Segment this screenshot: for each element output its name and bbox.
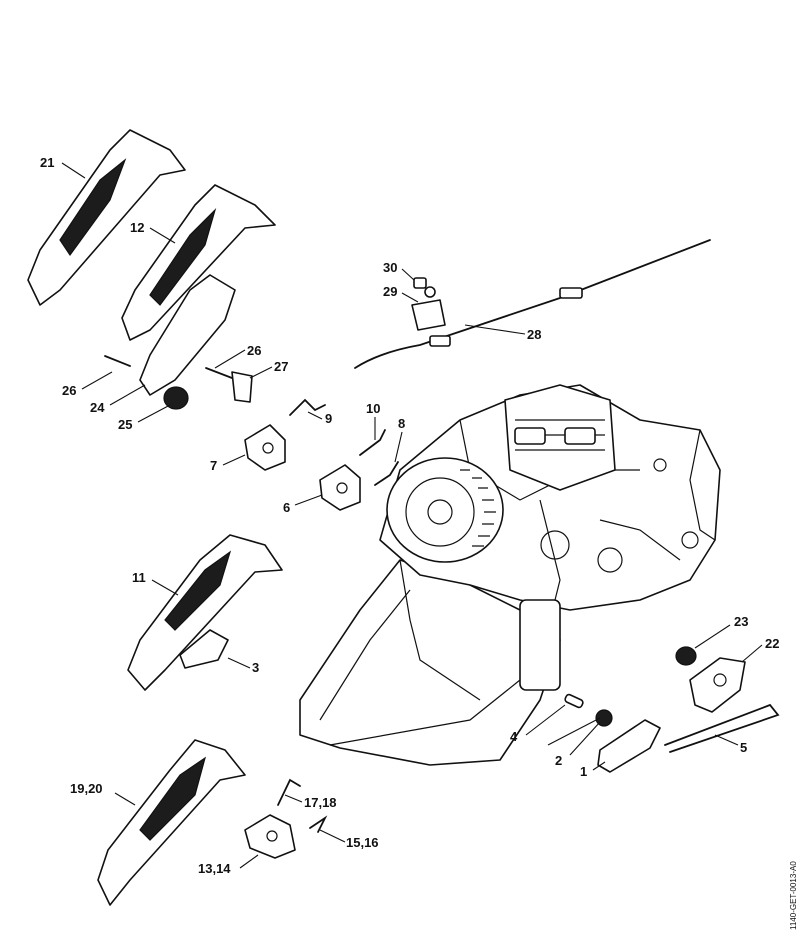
chainsaw-housing (299, 384, 721, 766)
label-27: 27 (274, 359, 288, 374)
bracket-29[interactable] (411, 286, 446, 331)
label-28: 28 (527, 327, 541, 342)
spring-25[interactable] (163, 386, 189, 410)
label-1: 1 (580, 764, 587, 779)
part-labels: 21 12 30 29 28 26 27 26 24 25 9 10 8 7 6… (40, 155, 779, 876)
label-13-14: 13,14 (198, 861, 231, 876)
spring-23[interactable] (675, 646, 697, 666)
label-21: 21 (40, 155, 54, 170)
label-23: 23 (734, 614, 748, 629)
lever-27[interactable] (231, 371, 253, 403)
trigger-22[interactable] (689, 657, 746, 713)
spring-9[interactable] (289, 398, 326, 416)
spring-15-16[interactable] (309, 815, 328, 833)
label-10: 10 (366, 401, 380, 416)
label-12: 12 (130, 220, 144, 235)
handle-molding-11[interactable] (127, 534, 283, 691)
label-11: 11 (132, 570, 146, 585)
screw-30[interactable] (413, 277, 427, 289)
leader-lines (61, 162, 763, 869)
diagram-code: 1140-GET-0013-A0 (789, 861, 798, 930)
label-25: 25 (118, 417, 132, 432)
pin-26-upper[interactable] (205, 367, 233, 379)
label-30: 30 (383, 260, 397, 275)
handle-molding-19-20[interactable] (97, 739, 246, 906)
label-19-20: 19,20 (70, 781, 103, 796)
label-26-lower: 26 (62, 383, 76, 398)
pin-26-lower[interactable] (104, 355, 131, 367)
label-8: 8 (398, 416, 405, 431)
label-9: 9 (325, 411, 332, 426)
handle-molding-12[interactable] (121, 184, 276, 341)
trigger-interlock-7[interactable] (244, 424, 286, 471)
pin-4[interactable] (564, 693, 584, 709)
spring-17-18[interactable] (277, 778, 301, 806)
label-5: 5 (740, 740, 747, 755)
label-24: 24 (90, 400, 105, 415)
trigger-interlock-6[interactable] (319, 464, 361, 511)
label-7: 7 (210, 458, 217, 473)
label-15-16: 15,16 (346, 835, 379, 850)
throttle-cable-28[interactable] (354, 239, 711, 369)
handle-cover-24[interactable] (139, 274, 236, 396)
label-2: 2 (555, 753, 562, 768)
throttle-rod-5[interactable] (664, 703, 780, 753)
label-3: 3 (252, 660, 259, 675)
label-6: 6 (283, 500, 290, 515)
label-17-18: 17,18 (304, 795, 337, 810)
label-26-upper: 26 (247, 343, 261, 358)
trigger-interlock-13-14[interactable] (244, 814, 296, 859)
throttle-trigger-1[interactable] (597, 719, 661, 773)
label-22: 22 (765, 636, 779, 651)
spring-8[interactable] (374, 461, 399, 486)
interlock-lever-3[interactable] (179, 629, 229, 669)
handle-molding-21[interactable] (27, 129, 186, 306)
spring-10[interactable] (359, 429, 386, 456)
label-29: 29 (383, 284, 397, 299)
label-4: 4 (510, 729, 518, 744)
